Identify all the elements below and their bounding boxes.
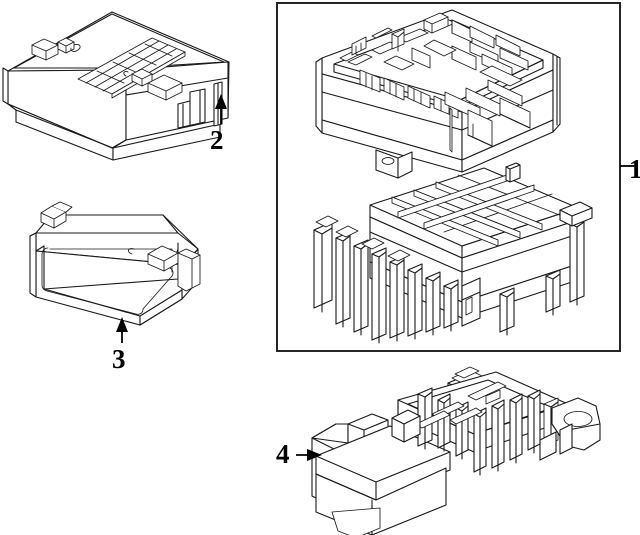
part-relay-carrier-lower <box>313 162 593 344</box>
left-terminal-comb <box>313 215 459 344</box>
lower-latch-right <box>127 245 201 292</box>
part-junction-block-base <box>311 366 601 535</box>
part-upper-cover <box>2 11 230 161</box>
right-support-legs <box>499 217 585 336</box>
base-internals <box>391 381 559 476</box>
fuse-block-internals <box>339 12 531 153</box>
latch-clip-right <box>123 68 183 101</box>
assembly-group-box <box>276 2 621 352</box>
callout-label-3: 3 <box>112 344 126 374</box>
lower-latch-left <box>40 201 73 229</box>
part-fuse-block-upper <box>315 9 561 179</box>
callout-leaders <box>116 94 636 461</box>
latch-clip-left <box>31 37 81 61</box>
callout-label-1: 1 <box>629 154 640 184</box>
callout-label-4: 4 <box>276 439 290 469</box>
callout-label-2: 2 <box>210 125 224 155</box>
part-lower-cover <box>29 201 201 326</box>
